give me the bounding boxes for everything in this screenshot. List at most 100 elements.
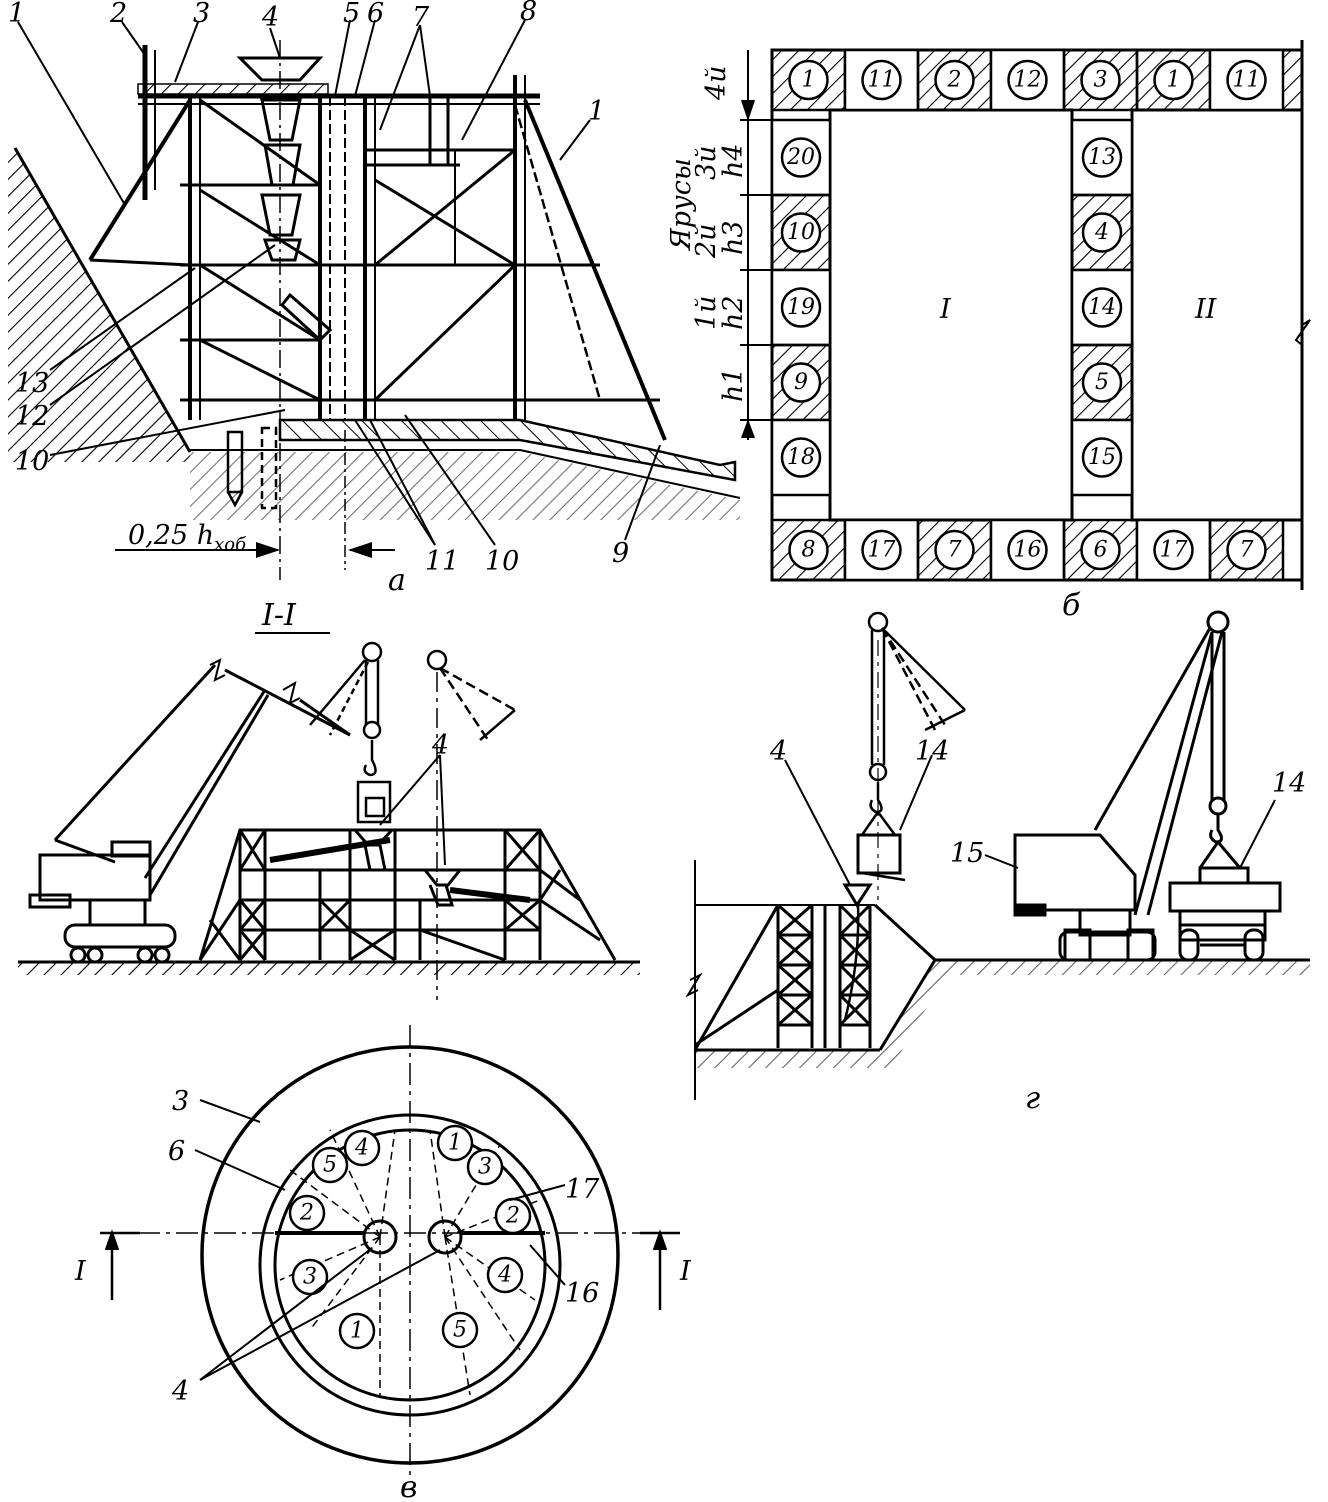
block-number: 16 — [1014, 538, 1042, 563]
block-number-circle — [780, 137, 822, 178]
round-block-number: 3 — [303, 1265, 317, 1290]
foundation-slab — [278, 418, 737, 482]
block-number-circle — [780, 437, 822, 478]
round-block-circle — [338, 1312, 376, 1350]
block-number: 17 — [868, 538, 896, 563]
block-number-circle — [1081, 362, 1123, 403]
figure-b-caption: б — [1062, 588, 1081, 623]
callout-14-right: 14 — [1272, 768, 1306, 799]
block-number-circle — [934, 529, 975, 571]
callout-1-right: 1 — [588, 96, 605, 127]
callout-4: 4 — [261, 2, 279, 33]
block-number: 3 — [1094, 68, 1108, 93]
block-number: 19 — [787, 295, 815, 320]
dimension-label: 0,25 hхоб — [128, 520, 247, 555]
block-number: 4 — [1094, 220, 1109, 245]
block-number: 17 — [1160, 538, 1188, 563]
boom-positions — [309, 641, 516, 1000]
tier-label-4: 4й — [701, 65, 732, 101]
pipe-hole-right — [427, 1219, 463, 1255]
block-number-circle — [861, 59, 902, 101]
callout-10-right: 10 — [485, 546, 519, 577]
piles — [226, 426, 278, 510]
round-block-circle — [343, 1129, 381, 1167]
round-block-number: 2 — [299, 1201, 314, 1226]
block-number-circle — [1153, 529, 1194, 571]
height-label-h2: h2 — [718, 295, 749, 330]
callout-16: 16 — [565, 1278, 599, 1309]
callout-12: 12 — [15, 401, 49, 432]
callout-4-round: 4 — [171, 1376, 189, 1407]
block-number-circle — [780, 212, 822, 253]
block-number-circle — [1081, 287, 1123, 328]
figure-g-crane-loading: 4 14 15 14 г — [685, 610, 1310, 1116]
crawler-crane-right — [1013, 610, 1282, 962]
section-title: I-I — [261, 598, 297, 633]
block-number: 15 — [1088, 445, 1116, 470]
crawler-crane-left — [28, 658, 351, 964]
round-block-number: 1 — [350, 1319, 364, 1344]
cell-label-II: II — [1194, 294, 1218, 325]
callout-leaders-v — [194, 1099, 566, 1381]
figure-v-caption: в — [400, 1470, 417, 1502]
round-block-circle — [311, 1146, 349, 1184]
block-number: 14 — [1088, 295, 1116, 320]
height-label-h4: h4 — [718, 143, 749, 178]
round-block-number: 4 — [354, 1136, 369, 1161]
round-block-number: 5 — [323, 1153, 337, 1178]
block-number-circle — [1081, 137, 1123, 178]
dimension-line: 0,25 hхоб — [115, 430, 395, 570]
callout-leaders-a — [17, 19, 661, 546]
tier-labels: Ярусы 4й 3й 2й 1й h4 h3 h2 h1 — [666, 65, 749, 402]
block-number-circle — [1007, 59, 1048, 101]
block-number-circle — [1226, 59, 1267, 101]
block-number-circle — [1081, 437, 1123, 478]
block-number: 7 — [948, 538, 962, 563]
block-number-circle — [1080, 59, 1121, 101]
block-number-circle — [1007, 529, 1048, 571]
pit-truss — [693, 883, 937, 1051]
block-number-circle — [1153, 59, 1194, 101]
round-block-number: 3 — [478, 1155, 492, 1180]
block-number-circle — [934, 59, 975, 101]
section-mark-right: I — [679, 1256, 692, 1287]
callout-17: 17 — [565, 1174, 600, 1205]
block-number: 6 — [1094, 538, 1108, 563]
callout-5: 5 — [343, 0, 360, 29]
block-number: 5 — [1095, 370, 1109, 395]
block-number-circle — [780, 287, 822, 328]
callout-1: 1 — [8, 0, 25, 29]
block-number: 1 — [802, 68, 816, 93]
tier-label-1: 1й — [691, 295, 722, 330]
round-block-circle — [466, 1148, 504, 1186]
block-number: 10 — [787, 220, 815, 245]
callout-4-g: 4 — [769, 736, 787, 767]
block-number: 12 — [1014, 68, 1042, 93]
callout-10-left: 10 — [15, 446, 49, 477]
tier-label-2: 2й — [691, 223, 722, 259]
callout-2: 2 — [109, 0, 127, 29]
figure-a-caption: а — [388, 563, 406, 598]
callout-3: 3 — [193, 0, 210, 29]
callout-15: 15 — [950, 838, 984, 869]
block-number: 1 — [1167, 68, 1181, 93]
figure-a-section-view: 0,25 hхоб 1 2 3 4 5 — [8, 0, 741, 598]
block-number: 2 — [947, 68, 962, 93]
round-block-number: 5 — [453, 1318, 467, 1343]
callout-11: 11 — [425, 546, 459, 577]
block-number: 11 — [1233, 68, 1261, 93]
block-number-circle — [1080, 529, 1121, 571]
tier-scale — [740, 50, 772, 440]
callout-6: 6 — [367, 0, 384, 29]
height-label-h1: h1 — [718, 367, 749, 402]
round-block-number: 4 — [497, 1263, 512, 1288]
callout-3: 3 — [172, 1086, 189, 1117]
cell-label-I: I — [939, 294, 952, 325]
round-block-circle — [486, 1256, 524, 1294]
block-number: 7 — [1240, 538, 1254, 563]
round-block-circle — [441, 1311, 479, 1349]
block-number-circle — [788, 529, 829, 571]
